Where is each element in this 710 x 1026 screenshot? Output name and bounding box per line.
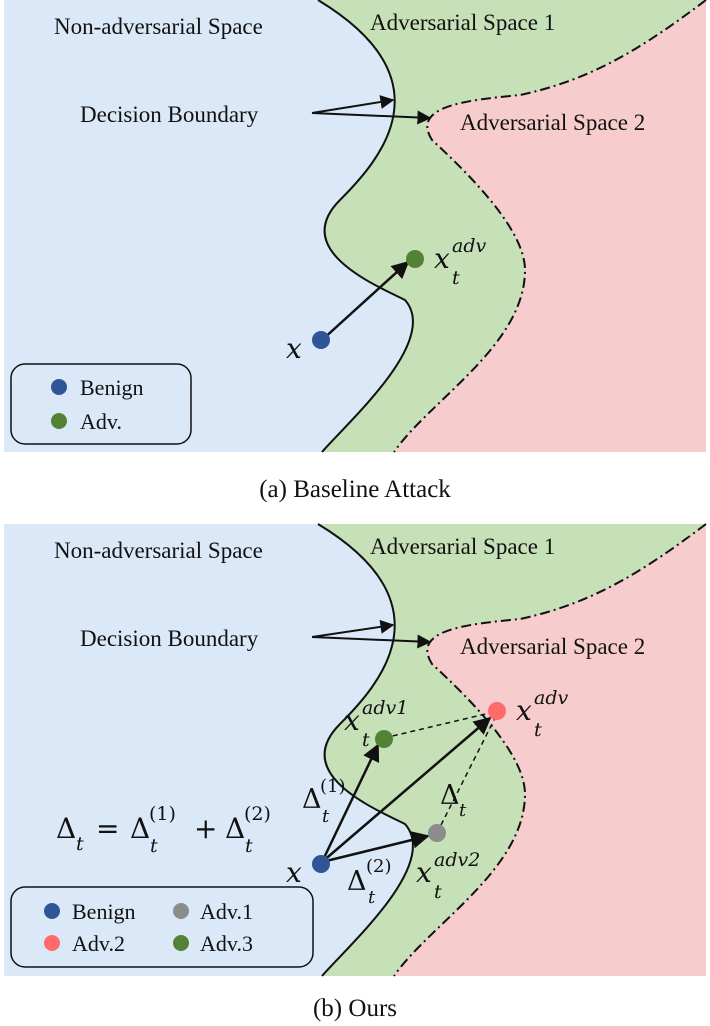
svg-text:Δ: Δ [225,812,245,845]
x-label: x [286,856,302,889]
adv1-point [428,824,446,842]
svg-text:x: x [344,704,360,737]
dashed-connector-adv1-to-adv [383,711,495,739]
delta-arrow [321,716,492,863]
svg-text:t: t [459,800,467,821]
svg-text:t: t [534,719,542,741]
svg-text:adv: adv [534,687,568,709]
delta-label: Δ t [440,780,467,821]
adversarial-space-1-label: Adversarial Space 1 [370,10,555,35]
svg-text:=: = [96,812,119,845]
panel-a: Non-adversarial Space Adversarial Space … [4,0,707,453]
svg-text:x: x [416,856,432,889]
panel-b: Non-adversarial Space Adversarial Space … [4,523,707,977]
decision-boundary-label: Decision Boundary [80,626,259,651]
svg-text:t: t [245,835,253,857]
decision-boundary-line [317,523,414,977]
legend-adv2-swatch [44,935,60,951]
svg-text:Δ: Δ [347,866,367,897]
boundary-dashdot-line [393,0,707,453]
svg-text:Δ: Δ [440,780,460,811]
svg-text:x: x [516,694,532,727]
legend-adv1-swatch [173,903,189,919]
delta2-arrow [321,831,430,864]
svg-text:+: + [194,812,217,845]
svg-text:adv1: adv1 [362,697,408,719]
legend-benign-swatch [44,903,60,919]
legend-box [10,886,314,968]
svg-text:adv: adv [452,235,486,257]
adversarial-space-2-label: Adversarial Space 2 [460,634,645,659]
legend-adv2-label: Adv.2 [72,931,125,956]
boundary-pointer-arrow-1 [311,619,395,638]
svg-text:adv2: adv2 [434,849,480,871]
legend-adv-swatch [51,413,67,429]
adv2-point [488,702,506,720]
x-adv2-label: x adv2 t [416,849,480,903]
boundary-pointer-arrow-2 [311,110,432,125]
boundary-pointer-arrow-2 [311,634,432,649]
svg-text:Δ: Δ [56,812,76,845]
legend-benign-swatch [51,379,67,395]
adversarial-space-2-region [394,524,706,976]
adversarial-space-1-label: Adversarial Space 1 [370,534,555,559]
adversarial-space-2-region [394,0,706,452]
x-adv1-label: x adv1 t [344,697,408,751]
legend-adv3-swatch [173,935,189,951]
benign-point [312,855,330,873]
non-adversarial-label: Non-adversarial Space [54,538,263,563]
non-adversarial-label: Non-adversarial Space [54,14,263,39]
legend-adv-label: Adv. [80,409,122,434]
decision-boundary-line [317,0,414,453]
x-label: x [286,332,302,365]
adv3-point [375,730,393,748]
svg-text:t: t [150,835,158,857]
legend-b: Benign Adv.1 Adv.2 Adv.3 [10,886,314,968]
legend-adv1-label: Adv.1 [200,899,253,924]
svg-text:t: t [452,267,460,289]
svg-text:t: t [434,881,442,903]
delta2-label: Δ (2) t [347,856,392,908]
legend-a: Benign Adv. [10,363,192,445]
adversarial-point [406,250,424,268]
benign-point [312,331,330,349]
boundary-pointer-arrow-1 [311,95,395,114]
svg-text:Δ: Δ [302,784,322,815]
delta-equation: Δ t = Δ (1) t + Δ (2) t [56,803,271,857]
svg-text:(1): (1) [320,776,346,797]
boundary-dashdot-line [393,523,707,977]
svg-text:x: x [434,242,450,275]
legend-adv3-label: Adv.3 [200,931,253,956]
svg-text:Δ: Δ [130,812,150,845]
x-adv-label: x adv t [516,687,568,741]
delta1-label: Δ (1) t [302,776,346,827]
svg-text:(2): (2) [244,803,271,825]
legend-benign-label: Benign [72,899,136,924]
caption-b: (b) Ours [313,995,397,1022]
delta1-arrow [320,743,380,863]
decision-boundary-label: Decision Boundary [80,102,259,127]
adversarial-space-2-label: Adversarial Space 2 [460,110,645,135]
svg-text:t: t [322,806,330,827]
dashed-connector-adv2-to-adv [436,715,497,834]
svg-text:(1): (1) [149,803,176,825]
svg-text:t: t [362,729,370,751]
x-adv-label: x adv t [434,235,486,289]
legend-benign-label: Benign [80,375,144,400]
caption-a: (a) Baseline Attack [259,476,451,503]
attack-arrow [321,260,410,341]
svg-text:(2): (2) [366,856,392,877]
svg-text:t: t [76,833,84,855]
svg-text:t: t [368,887,376,908]
